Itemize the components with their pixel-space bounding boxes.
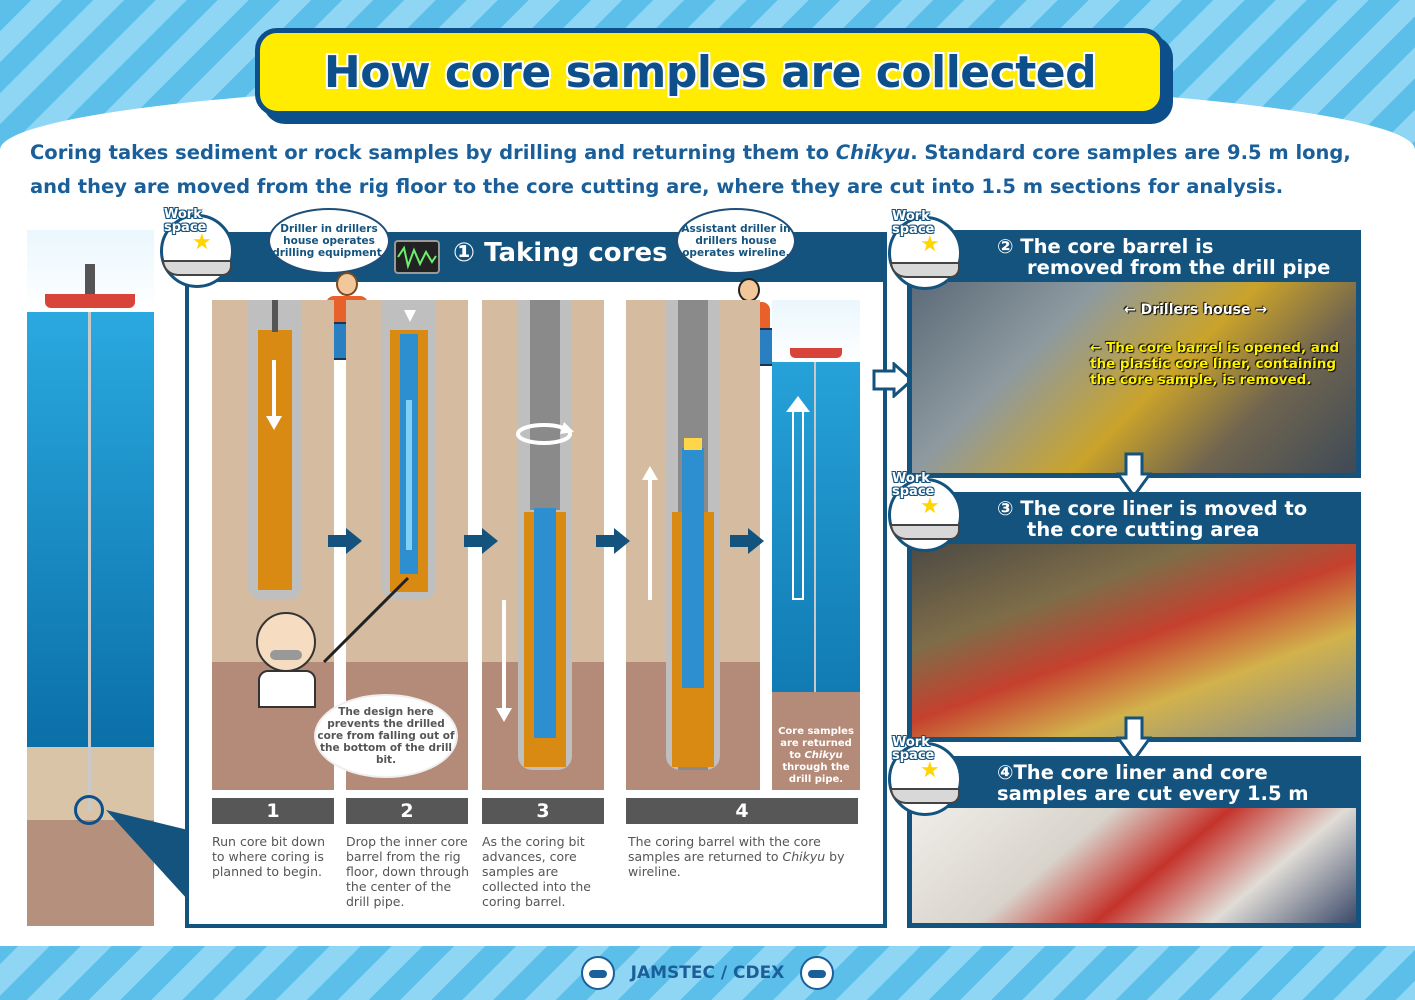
work-space-badge-4: ★ Work space xyxy=(888,736,984,816)
down-arrow-shaft xyxy=(502,600,506,710)
monitor-icon xyxy=(394,240,440,274)
work-space-badge-1: ★ Work space xyxy=(160,208,256,288)
work-space-label: Work space xyxy=(892,209,935,237)
up-arrow-shaft xyxy=(792,410,804,600)
footer-org: JAMSTEC / CDEX xyxy=(630,963,785,983)
step-1-caption: Run core bit down to where coring is pla… xyxy=(212,834,326,879)
rock xyxy=(772,692,860,790)
core-cut-panel: ④The core liner and core samples are cut… xyxy=(907,756,1361,928)
core-liner-moved-panel: ③ The core liner is moved to the core cu… xyxy=(907,492,1361,742)
overview-strip xyxy=(27,230,154,926)
ship-icon xyxy=(790,348,842,358)
star-icon: ★ xyxy=(920,232,940,257)
work-space-label: Work space xyxy=(164,207,207,235)
coring-barrel xyxy=(534,508,556,738)
drill-pipe xyxy=(814,362,816,692)
up-arrow-icon xyxy=(786,396,810,412)
professor-coat xyxy=(258,670,316,708)
step-4-diagram xyxy=(626,300,760,790)
work-space-label: Work space xyxy=(892,735,935,763)
design-bubble: The design here prevents the drilled cor… xyxy=(316,696,456,776)
panel-3-title: ③ The core liner is moved to the core cu… xyxy=(997,497,1308,541)
step-1-number: 1 xyxy=(212,798,334,824)
star-icon: ★ xyxy=(192,230,212,255)
arrow-right-icon xyxy=(596,528,632,554)
step-4-number: 4 xyxy=(626,798,858,824)
intro-line-2: and they are moved from the rig floor to… xyxy=(30,175,1284,198)
arrow-right-icon xyxy=(328,528,364,554)
professor-head xyxy=(256,612,316,672)
driller-bubble: Driller in drillers house operates drill… xyxy=(268,208,390,274)
step-3-number: 3 xyxy=(482,798,604,824)
arrow-right-icon xyxy=(464,528,500,554)
core-barrel-removed-panel: ② The core barrel is removed from the dr… xyxy=(907,230,1361,478)
zoom-circle xyxy=(74,795,104,825)
panel-4-title: ④The core liner and core samples are cut… xyxy=(997,761,1309,805)
cdex-logo-icon xyxy=(800,956,835,990)
down-arrow-icon xyxy=(266,416,282,430)
intro-text: Coring takes sediment or rock samples by… xyxy=(30,136,1400,204)
professor-figure xyxy=(248,612,334,708)
coring-barrel xyxy=(682,448,704,688)
ship-icon xyxy=(45,294,135,308)
return-diagram: Core samples are returned to Chikyu thro… xyxy=(772,300,860,790)
up-arrow-icon xyxy=(642,466,658,480)
footer: JAMSTEC / CDEX xyxy=(0,946,1415,1000)
derrick-icon xyxy=(85,264,95,296)
work-space-badge-3: ★ Work space xyxy=(888,472,984,552)
rig-floor-photo: ← Drillers house → ← The core barrel is … xyxy=(912,282,1356,473)
pointer-stick xyxy=(322,576,410,664)
drill-string xyxy=(272,300,278,332)
down-arrow-shaft xyxy=(272,360,276,420)
panel-2-title: ② The core barrel is removed from the dr… xyxy=(997,235,1331,279)
core-cutting-photo xyxy=(912,808,1356,923)
return-note: Core samples are returned to Chikyu thro… xyxy=(778,726,854,785)
zoom-connector xyxy=(106,810,188,900)
down-arrow-icon xyxy=(404,310,416,322)
step-3-diagram xyxy=(482,300,604,790)
core-liner-photo xyxy=(912,544,1356,737)
up-arrow-shaft xyxy=(648,480,652,600)
intro-line-1: Coring takes sediment or rock samples by… xyxy=(30,141,1351,164)
arrow-down-outline-icon xyxy=(1116,452,1152,498)
drill-pipe xyxy=(530,300,560,510)
assistant-head xyxy=(738,278,760,302)
work-space-label: Work space xyxy=(892,471,935,499)
assistant-driller-bubble: Assistant driller in drillers house oper… xyxy=(676,208,796,274)
ship-icon xyxy=(890,788,960,804)
ship-icon xyxy=(890,262,960,278)
drillers-house-label: ← Drillers house → xyxy=(1124,302,1268,318)
step-4-caption: The coring barrel with the core samples … xyxy=(628,834,845,879)
arrow-right-icon xyxy=(730,528,766,554)
star-icon: ★ xyxy=(920,758,940,783)
star-icon: ★ xyxy=(920,494,940,519)
rotation-arrow-icon xyxy=(516,422,574,445)
professor-mustache xyxy=(270,650,302,660)
barrel-top xyxy=(684,438,702,450)
jamstec-logo-icon xyxy=(580,956,615,990)
title-banner: How core samples are collected xyxy=(255,28,1165,116)
core-barrel-note: ← The core barrel is opened, and the pla… xyxy=(1090,340,1340,388)
waveform-icon xyxy=(397,245,437,270)
ship-icon xyxy=(890,524,960,540)
arrow-down-outline-icon xyxy=(1116,716,1152,762)
driller-head xyxy=(336,272,358,296)
core-liner xyxy=(406,400,412,550)
step-2-caption: Drop the inner core barrel from the rig … xyxy=(346,834,470,909)
arrow-right-outline-icon xyxy=(872,362,915,398)
taking-cores-title: ① Taking cores xyxy=(453,238,668,268)
page-title: How core samples are collected xyxy=(323,46,1097,98)
drill-pipe xyxy=(88,312,91,812)
step-3-caption: As the coring bit advances, core samples… xyxy=(482,834,591,909)
work-space-badge-2: ★ Work space xyxy=(888,210,984,290)
step-2-number: 2 xyxy=(346,798,468,824)
step-1-diagram xyxy=(212,300,334,790)
down-arrow-icon xyxy=(496,708,512,722)
ship-icon xyxy=(162,260,232,276)
